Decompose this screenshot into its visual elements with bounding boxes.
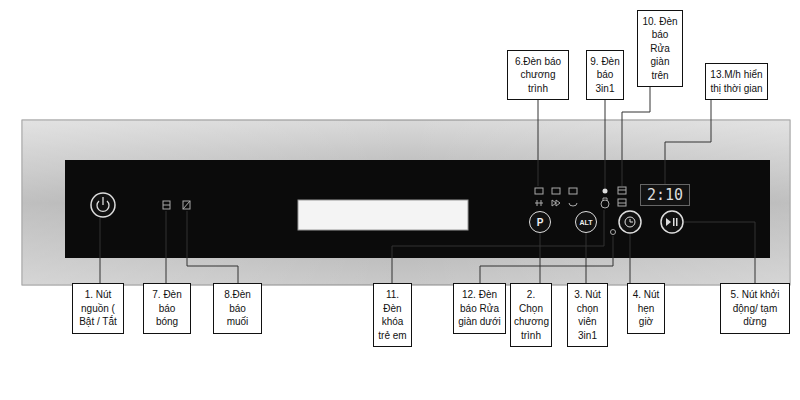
rinse-and-salt-icons: [163, 201, 190, 209]
callout-text: 3. Nút chọn viên 3in1: [571, 288, 604, 342]
callout-text: 12. Đèn báo Rửa giàn dưới: [457, 288, 502, 329]
steel-panel: [22, 120, 790, 285]
panel-text: P: [537, 217, 544, 228]
leader-line: [586, 233, 587, 283]
callout-box: 4. Nút hẹn giờ: [627, 283, 665, 334]
callout-box: 9. Đèn báo 3in1: [586, 50, 624, 101]
callout-box: 3. Nút chọn viên 3in1: [567, 283, 608, 347]
panel-text: ALT: [579, 219, 592, 226]
panel-text: 2:10: [647, 186, 683, 204]
timer-button: [619, 211, 641, 233]
callout-text: 11. Đèn khóa trẻ em: [377, 288, 408, 342]
callout-text: 4. Nút hẹn giờ: [631, 288, 661, 329]
leader-line: [665, 100, 711, 184]
callout-text: 9. Đèn báo 3in1: [590, 55, 620, 96]
callout-box: 13.M/h hiển thị thời gian: [705, 63, 768, 100]
callout-text: 6.Đèn báo chương trình: [511, 55, 565, 96]
callout-box: 6.Đèn báo chương trình: [507, 50, 569, 101]
time-display: 2:10: [640, 184, 690, 206]
callout-box: 11. Đèn khóa trẻ em: [373, 283, 412, 347]
callout-box: 2. Chọn chương trình: [510, 283, 552, 347]
program-icons: [535, 188, 577, 206]
leader-line: [540, 233, 541, 283]
leader-lines: [100, 87, 755, 283]
callout-text: 1. Nút nguồn ( Bật / Tắt: [76, 288, 120, 329]
3in1-and-lock-icons: [601, 189, 609, 209]
callout-text: 7. Đèn báo bóng: [147, 288, 187, 329]
callout-box: 10. Đèn báo Rửa giàn trên: [637, 10, 683, 88]
callout-box: 12. Đèn báo Rửa giàn dưới: [453, 283, 506, 334]
black-control-strip: [65, 160, 770, 258]
door-handle-slot: [298, 200, 468, 230]
power-button: [91, 193, 115, 217]
button-label: P: [529, 211, 551, 233]
callout-text: 2. Chọn chương trình: [514, 288, 548, 342]
button-label: ALT: [575, 211, 597, 233]
callout-box: 1. Nút nguồn ( Bật / Tắt: [72, 283, 124, 334]
callout-box: 8.Đèn báo muối: [213, 283, 262, 334]
callout-box: 7. Đèn báo bóng: [143, 283, 191, 334]
callout-text: 8.Đèn báo muối: [217, 288, 258, 329]
callout-box: 5. Nút khởi động/ tạm dừng: [720, 283, 790, 334]
callout-text: 5. Nút khởi động/ tạm dừng: [724, 288, 786, 329]
callout-text: 13.M/h hiển thị thời gian: [709, 68, 764, 95]
start-pause-button: [661, 211, 683, 233]
callout-text: 10. Đèn báo Rửa giàn trên: [641, 15, 679, 83]
